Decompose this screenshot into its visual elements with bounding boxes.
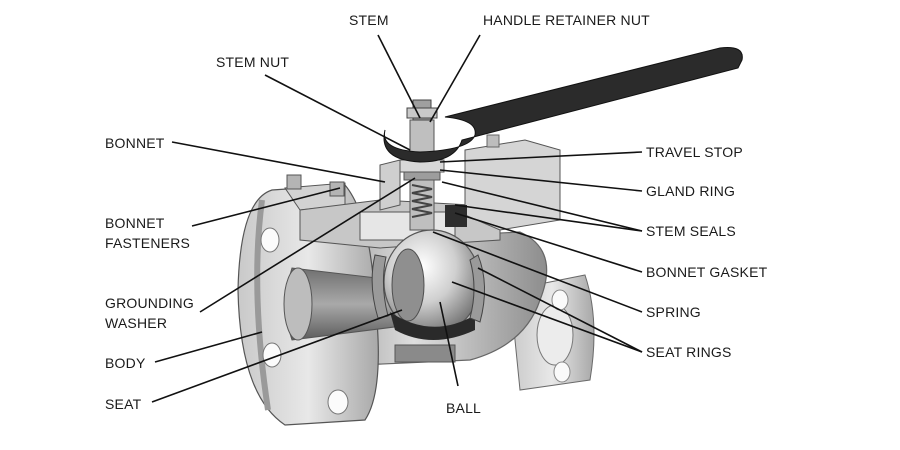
label-bonnet-fasteners-line2: FASTENERS xyxy=(105,235,191,251)
label-stem-nut: STEM NUT xyxy=(216,54,290,70)
label-body: BODY xyxy=(105,355,146,371)
leader-bonnet xyxy=(171,141,386,183)
leader-body xyxy=(154,331,263,363)
leader-bonnet-gasket xyxy=(454,212,643,273)
leader-stem xyxy=(377,34,421,119)
leader-travel-stop xyxy=(439,151,643,163)
leader-handle-retainer-nut xyxy=(429,34,481,123)
stem-and-spring xyxy=(399,99,445,231)
label-ball: BALL xyxy=(446,400,482,416)
leader-stem-seals-2 xyxy=(454,204,643,232)
leader-gland-ring xyxy=(439,169,643,192)
label-gland-ring: GLAND RING xyxy=(646,183,736,199)
leader-seat-rings-1 xyxy=(451,281,643,353)
label-travel-stop: TRAVEL STOP xyxy=(646,144,743,160)
leader-lines xyxy=(151,34,643,403)
leader-stem-seals-1 xyxy=(441,181,643,232)
label-handle-retainer-nut: HANDLE RETAINER NUT xyxy=(483,12,650,28)
leader-seat-rings-2 xyxy=(477,267,643,353)
leader-stem-nut xyxy=(264,74,411,151)
leader-ball xyxy=(439,301,459,387)
label-seat: SEAT xyxy=(105,396,142,412)
leader-spring xyxy=(432,231,643,313)
label-bonnet-fasteners-line1: BONNET xyxy=(105,215,165,231)
leader-grounding-washer xyxy=(199,177,416,313)
label-grounding-washer-line2: WASHER xyxy=(105,315,168,331)
label-spring: SPRING xyxy=(646,304,701,320)
handle xyxy=(383,47,743,163)
label-bonnet-gasket: BONNET GASKET xyxy=(646,264,768,280)
label-stem: STEM xyxy=(349,12,389,28)
label-bonnet: BONNET xyxy=(105,135,165,151)
leader-bonnet-fasteners xyxy=(191,187,341,227)
ball xyxy=(383,229,481,340)
label-grounding-washer: GROUNDING WASHER xyxy=(105,293,194,333)
label-bonnet-fasteners: BONNET FASTENERS xyxy=(105,213,190,253)
leader-seat xyxy=(151,309,403,403)
label-seat-rings: SEAT RINGS xyxy=(646,344,732,360)
label-grounding-washer-line1: GROUNDING xyxy=(105,295,194,311)
label-stem-seals: STEM SEALS xyxy=(646,223,736,239)
